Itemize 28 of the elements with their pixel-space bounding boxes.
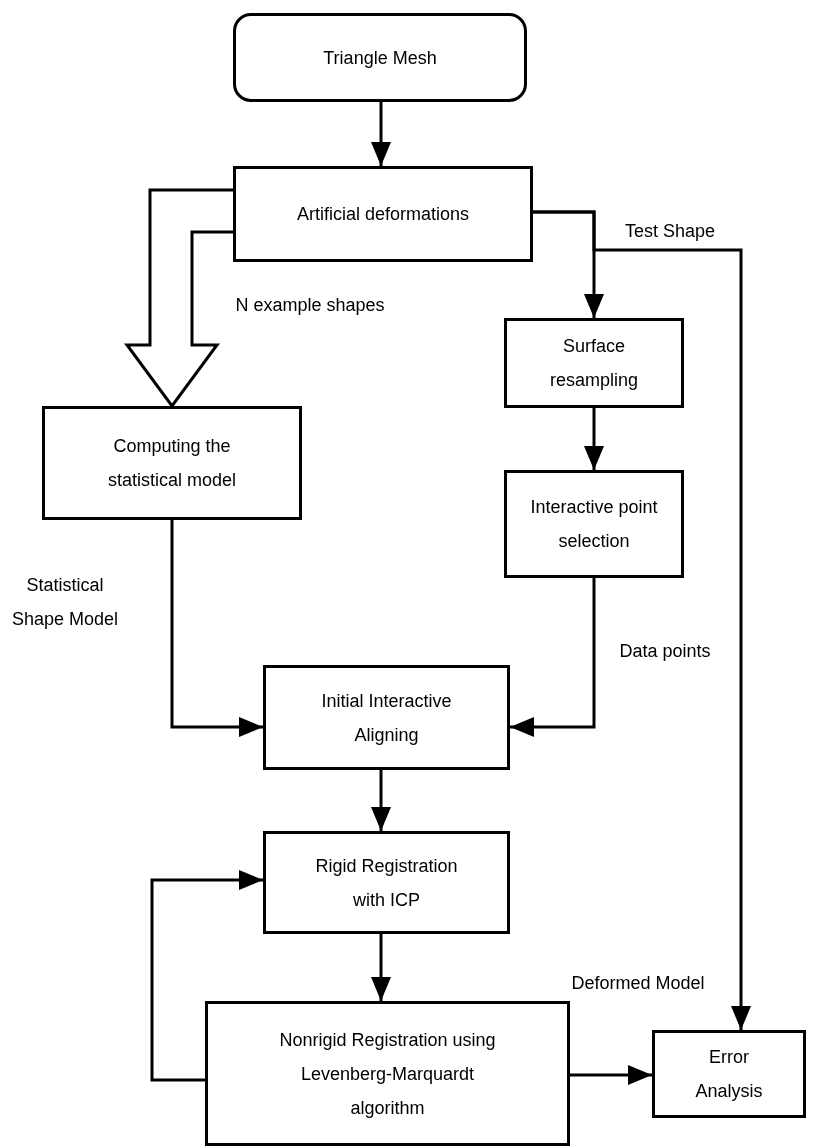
process-box <box>233 166 533 262</box>
arrow <box>371 102 391 166</box>
box-text: Nonrigid Registration using Levenberg-Marquardt algorithm <box>278 1028 497 1120</box>
hollow-arrow <box>124 188 235 409</box>
arrow <box>371 934 391 1001</box>
process-box <box>504 470 684 578</box>
process-box <box>42 406 302 520</box>
box-text: Artificial deformations <box>296 203 470 226</box>
arrow <box>533 210 751 1030</box>
arrow <box>170 520 263 737</box>
box-text: Triangle Mesh <box>323 46 437 70</box>
box-text: Rigid Registration with ICP <box>314 854 459 912</box>
box-text: Error Analysis <box>694 1046 764 1103</box>
process-box <box>652 1030 806 1118</box>
arrow <box>584 408 604 470</box>
arrow <box>371 770 391 831</box>
arrow <box>570 1065 652 1085</box>
box-text: Surface resampling <box>548 335 639 392</box>
arrow <box>510 578 596 737</box>
process-box <box>205 1001 570 1146</box>
box-text: Computing the statistical model <box>106 435 238 492</box>
arrow <box>150 870 263 1082</box>
process-box <box>263 665 510 770</box>
process-box <box>504 318 684 408</box>
box-text: Initial Interactive Aligning <box>320 689 453 747</box>
start-box <box>233 13 527 102</box>
box-text: Interactive point selection <box>529 496 659 553</box>
process-box <box>263 831 510 934</box>
